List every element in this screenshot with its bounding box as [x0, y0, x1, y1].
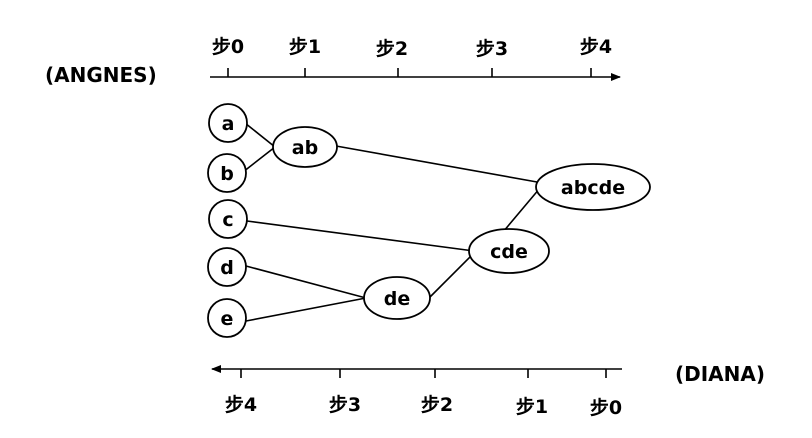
top-step-label: 步0 — [212, 36, 244, 58]
node-c: c — [208, 199, 248, 239]
edge-de-cde — [428, 251, 476, 299]
edge-b-ab — [242, 146, 276, 173]
node-label: b — [220, 163, 234, 185]
node-de: de — [363, 276, 431, 320]
top-step-label: 步1 — [289, 36, 321, 58]
node-e: e — [207, 298, 247, 338]
top-axis-method-label: (ANGNES) — [45, 63, 157, 87]
node-d: d — [207, 247, 247, 287]
node-cde: cde — [468, 228, 550, 274]
top-step-label: 步2 — [376, 38, 408, 60]
top-step-label: 步3 — [476, 38, 508, 60]
node-label: ab — [292, 137, 318, 159]
bottom-axis-ticks — [240, 369, 607, 378]
node-label: c — [222, 209, 233, 231]
edge-cde-abcde — [502, 187, 541, 233]
node-label: de — [384, 288, 411, 310]
edge-e-de — [245, 297, 367, 322]
edge-a-ab — [244, 122, 276, 148]
node-ab: ab — [272, 126, 338, 168]
node-label: cde — [490, 241, 528, 263]
top-step-label: 步4 — [580, 36, 612, 58]
node-abcde: abcde — [535, 163, 651, 211]
edge-d-de — [245, 265, 367, 299]
node-b: b — [207, 153, 247, 193]
bottom-axis-method-label: (DIANA) — [675, 362, 765, 386]
node-label: a — [222, 113, 235, 135]
node-label: e — [221, 308, 234, 330]
node-label: abcde — [561, 177, 625, 199]
top-axis-step-labels: 步0 步1 步2 步3 步4 — [212, 36, 612, 60]
node-a: a — [208, 103, 248, 143]
bottom-step-label: 步0 — [590, 397, 622, 419]
bottom-step-label: 步3 — [329, 394, 361, 416]
top-axis-ticks — [227, 68, 592, 77]
bottom-axis-step-labels: 步4 步3 步2 步1 步0 — [225, 394, 622, 419]
node-label: d — [220, 257, 234, 279]
tree-edges — [242, 122, 541, 322]
edge-c-cde — [246, 220, 475, 252]
edge-ab-abcde — [335, 145, 538, 183]
bottom-step-label: 步1 — [516, 396, 548, 418]
bottom-step-label: 步2 — [421, 394, 453, 416]
bottom-step-label: 步4 — [225, 394, 257, 416]
